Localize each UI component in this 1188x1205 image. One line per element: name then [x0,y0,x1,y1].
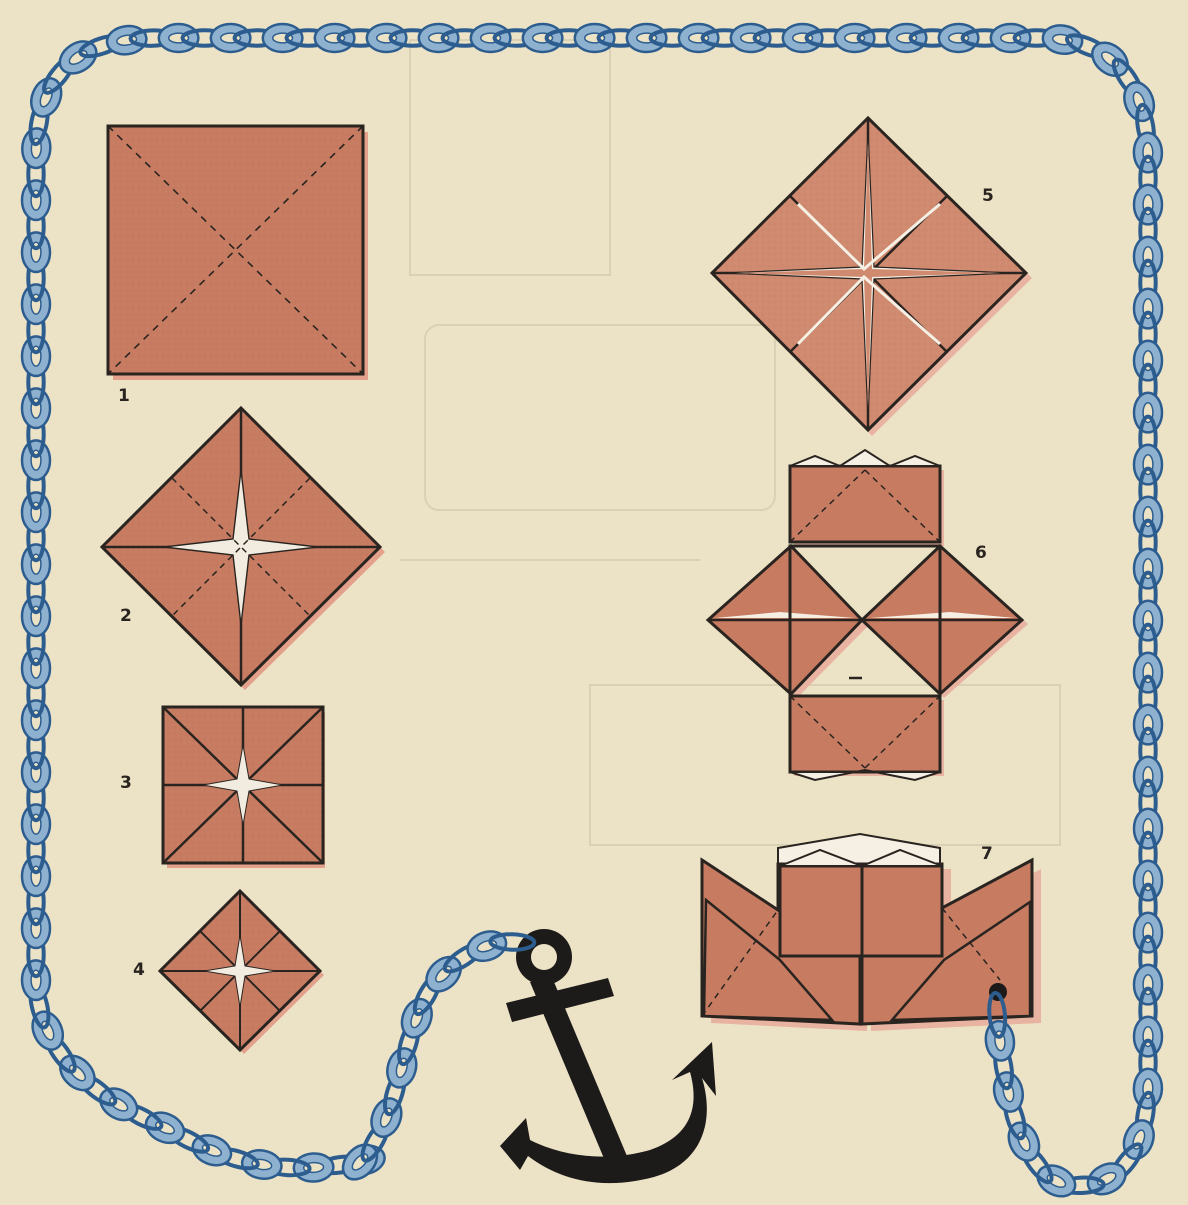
fold-step-3-square [163,707,325,868]
step-number-6: 6 [975,545,987,562]
step-number-2: 2 [120,608,132,625]
step-number-5: 5 [982,188,994,205]
ghost-print-background [400,40,1060,845]
step-number-7: 7 [981,846,993,863]
step-number-4: 4 [133,962,145,979]
fold-step-6-cross-shape [708,450,1028,780]
fold-step-5-diamond [712,118,1032,436]
step-number-3: 3 [120,775,132,792]
fold-step-4-diamond [160,891,324,1054]
anchor-icon [500,929,716,1183]
fold-step-2-diamond [102,408,385,690]
fold-step-1-square [108,126,368,380]
step-number-1: 1 [118,388,130,405]
